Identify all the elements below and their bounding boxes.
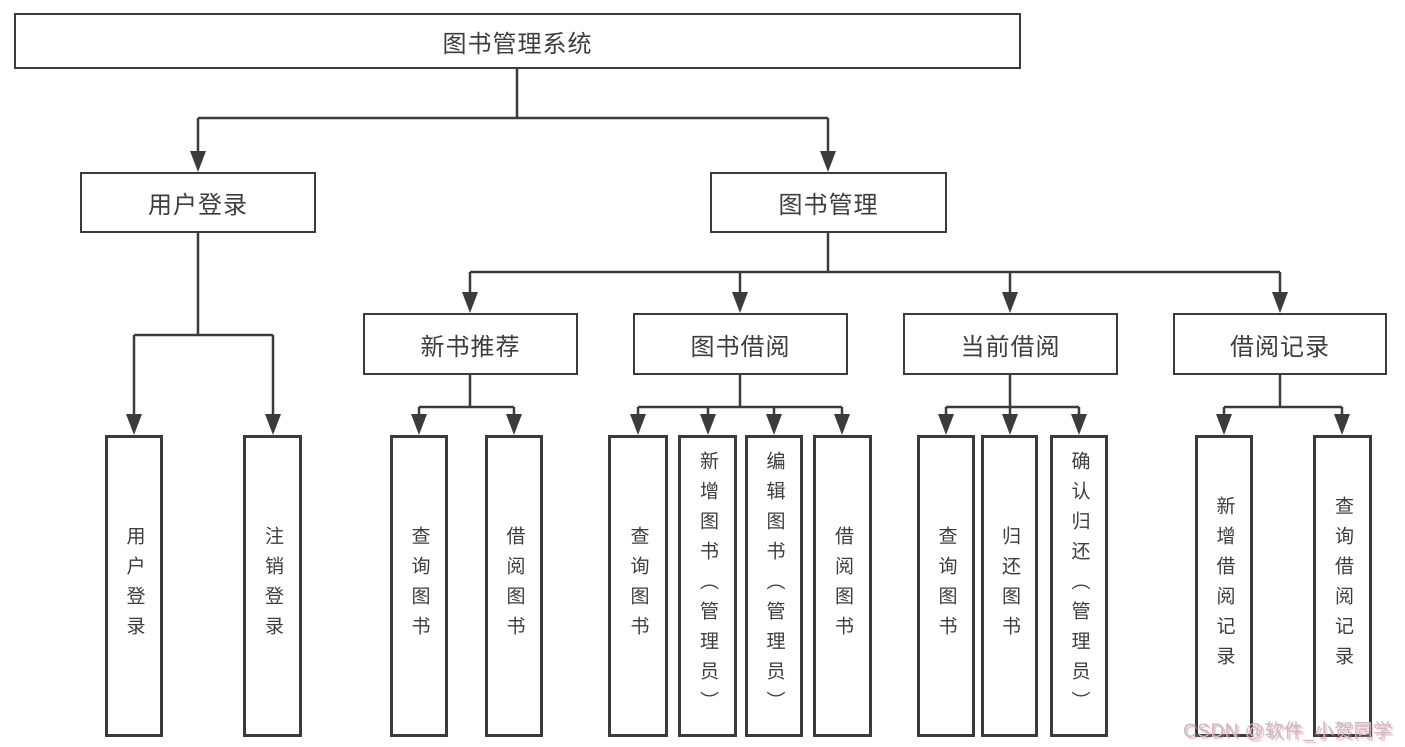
leaf-logout: 注销登录: [243, 435, 302, 737]
node-book-borrowing-label: 图书借阅: [690, 333, 791, 361]
leaf-query-books-recommend-label: 查询图书: [408, 526, 430, 646]
edge-newbooks-to-leaves: [411, 375, 522, 435]
node-root-label: 图书管理系统: [442, 30, 593, 58]
leaf-query-books-current: 查询图书: [917, 435, 975, 737]
node-borrowing-records: 借阅记录: [1173, 313, 1387, 375]
node-borrowing-records-label: 借阅记录: [1230, 333, 1330, 361]
leaf-borrow-books: 借阅图书: [813, 435, 872, 737]
leaf-query-books-current-label: 查询图书: [935, 526, 957, 646]
leaf-user-login-label: 用户登录: [123, 526, 145, 646]
leaf-edit-books-admin-label: 编辑图书（管理员）: [763, 451, 785, 721]
edge-root-to-level2: [190, 69, 836, 172]
leaf-add-books-admin-label: 新增图书（管理员）: [697, 451, 718, 721]
node-book-management: 图书管理: [710, 172, 947, 233]
node-user-login-label: 用户登录: [148, 192, 248, 219]
leaf-add-books-admin: 新增图书（管理员）: [678, 435, 737, 737]
edge-borrowing-to-leaves: [630, 375, 850, 435]
leaf-borrow-books-recommend: 借阅图书: [485, 435, 543, 737]
leaf-return-books-label: 归还图书: [999, 526, 1020, 646]
node-root: 图书管理系统: [14, 13, 1021, 69]
leaf-query-books-borrowing-label: 查询图书: [627, 526, 649, 646]
edge-current-to-leaves: [938, 375, 1087, 435]
leaf-query-borrow-record-label: 查询借阅记录: [1332, 496, 1353, 676]
leaf-query-books-recommend: 查询图书: [390, 435, 448, 737]
leaf-confirm-return-admin: 确认归还（管理员）: [1050, 435, 1108, 737]
leaf-query-books-borrowing: 查询图书: [608, 435, 668, 737]
leaf-edit-books-admin: 编辑图书（管理员）: [745, 435, 803, 737]
leaf-return-books: 归还图书: [981, 435, 1038, 737]
node-book-management-label: 图书管理: [778, 192, 879, 219]
leaf-borrow-books-recommend-label: 借阅图书: [503, 526, 525, 646]
edge-management-to-level3: [462, 233, 1288, 313]
leaf-query-borrow-record: 查询借阅记录: [1313, 435, 1372, 737]
leaf-logout-label: 注销登录: [262, 526, 283, 646]
leaf-add-borrow-record-label: 新增借阅记录: [1213, 496, 1235, 676]
leaf-confirm-return-admin-label: 确认归还（管理员）: [1068, 451, 1090, 721]
leaf-user-login: 用户登录: [105, 435, 163, 737]
node-user-login: 用户登录: [80, 172, 316, 233]
leaf-borrow-books-label: 借阅图书: [832, 526, 853, 646]
edge-records-to-leaves: [1216, 375, 1350, 435]
node-book-borrowing: 图书借阅: [633, 313, 848, 375]
csdn-watermark: CSDN @软件_小贺同学: [1183, 721, 1393, 742]
edge-login-to-leaves: [126, 233, 281, 435]
node-current-borrowing: 当前借阅: [903, 313, 1118, 375]
node-new-book-recommend-label: 新书推荐: [420, 333, 521, 361]
node-new-book-recommend: 新书推荐: [363, 313, 578, 375]
leaf-add-borrow-record: 新增借阅记录: [1195, 435, 1253, 737]
node-current-borrowing-label: 当前借阅: [960, 333, 1061, 361]
